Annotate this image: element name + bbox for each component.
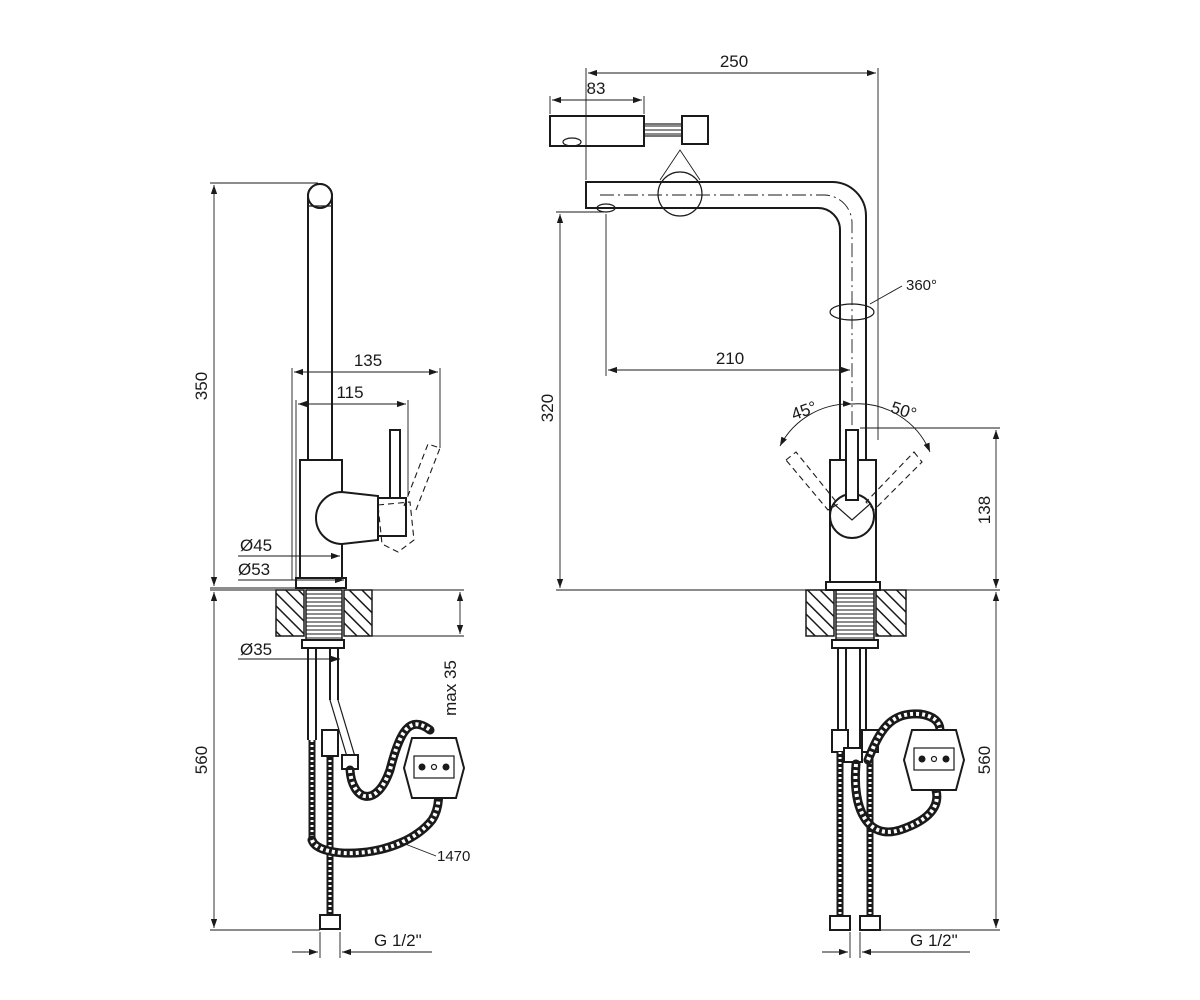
dim-135: 135 [354, 351, 382, 370]
front-pullout-head [549, 115, 645, 147]
side-lever-alt [377, 501, 415, 553]
front-lever-handle [845, 429, 859, 501]
side-counter-left [275, 589, 305, 637]
front-counter-right [875, 589, 907, 637]
dim-max-35: max 35 [441, 660, 460, 716]
dim-thread-front: G 1/2" [910, 931, 958, 950]
side-spout [307, 183, 333, 461]
dim-dia-45: Ø45 [240, 536, 272, 555]
dim-350: 350 [192, 372, 211, 400]
front-thread-shank [835, 589, 875, 641]
side-thread-shank [305, 589, 343, 641]
dim-210: 210 [716, 349, 744, 368]
dim-560-front: 560 [975, 746, 994, 774]
dim-1470: 1470 [437, 848, 470, 865]
dim-115: 115 [336, 383, 363, 402]
front-lever-alt-right [865, 451, 923, 511]
side-counterweight [402, 737, 466, 799]
dim-83: 83 [587, 79, 606, 98]
dim-320: 320 [538, 394, 557, 422]
dim-angle-50: 50° [889, 398, 919, 424]
dim-thread-side: G 1/2" [374, 931, 422, 950]
side-connector-nut [319, 914, 341, 930]
rotation-indicator [829, 303, 875, 321]
front-supply-hoses [836, 752, 874, 918]
side-view: 350 135 115 Ø45 Ø53 Ø35 max 35 1470 560 … [192, 182, 470, 958]
side-lever-alt-handle [403, 443, 441, 511]
front-spray-outlet [596, 203, 616, 213]
side-lever-hub [315, 490, 379, 546]
front-spout-arm [585, 181, 867, 471]
side-counter-right [343, 589, 373, 637]
front-view: 250 83 360° 210 320 45° 50° 138 560 G 1/… [538, 52, 1000, 958]
side-spout-tip [307, 183, 333, 209]
dim-138: 138 [975, 496, 994, 524]
dim-560-side: 560 [192, 746, 211, 774]
front-lever-alt-left [785, 451, 839, 511]
dim-dia-53: Ø53 [238, 560, 270, 579]
dim-250: 250 [720, 52, 748, 71]
side-base [295, 577, 347, 589]
front-base [825, 581, 881, 591]
front-counter-left [805, 589, 835, 637]
dim-360: 360° [906, 277, 937, 294]
dim-angle-45: 45° [789, 398, 820, 425]
side-supply-hose [308, 740, 334, 915]
dim-dia-35: Ø35 [240, 640, 272, 659]
side-lever-handle [389, 429, 401, 499]
section-callout [657, 171, 703, 217]
front-counterweight [902, 729, 966, 791]
